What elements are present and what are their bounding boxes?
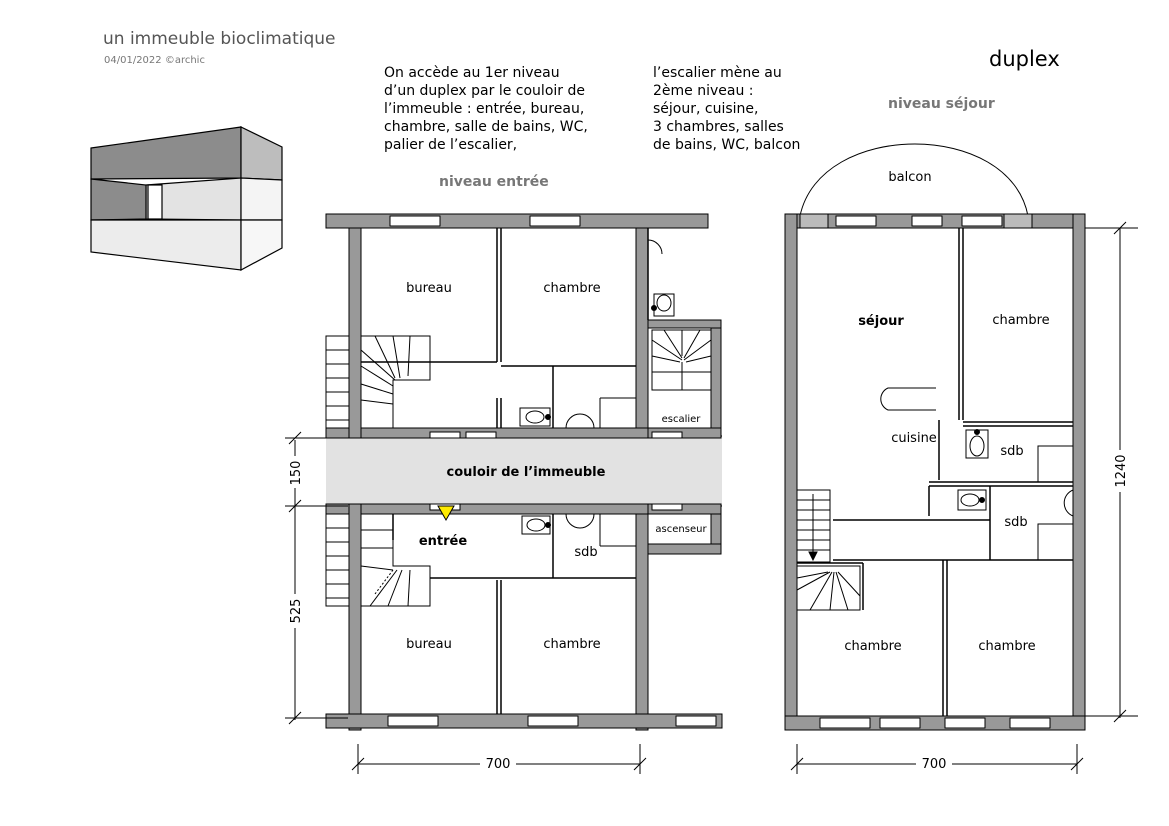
- room-sdb-1: sdb: [1000, 444, 1023, 459]
- wall: [348, 213, 362, 439]
- room-ascenseur: ascenseur: [655, 524, 707, 535]
- room-chambre-top: chambre: [543, 281, 600, 296]
- wall: [710, 319, 722, 439]
- wall: [325, 213, 709, 229]
- room-chambre-bottom-right: chambre: [978, 639, 1035, 654]
- room-sdb-2: sdb: [1004, 515, 1027, 530]
- building-3d-sketch: [90, 126, 283, 272]
- couloir-label: couloir de l’immeuble: [447, 465, 606, 480]
- room-sdb-entree: sdb: [574, 545, 597, 560]
- entry-marker-icon: [437, 505, 455, 522]
- dim-150: 150: [289, 461, 304, 486]
- room-bureau-top: bureau: [406, 281, 452, 296]
- couloir-band: [326, 436, 722, 506]
- dim-700-left: 700: [486, 757, 511, 772]
- dim-700-right: 700: [922, 757, 947, 772]
- balcon-arc: [799, 143, 1029, 217]
- wall: [360, 427, 649, 439]
- plan-niveau-sejour: balcon séjour chambre cuisine sdb sdb ch…: [784, 143, 1086, 731]
- wall: [647, 319, 722, 329]
- wall: [647, 543, 722, 555]
- wall: [647, 427, 722, 439]
- room-chambre-bottom-left: chambre: [844, 639, 901, 654]
- wall: [635, 213, 649, 439]
- subtitle-niveau-sejour: niveau séjour: [888, 96, 995, 112]
- room-escalier: escalier: [662, 414, 702, 425]
- room-chambre-right: chambre: [992, 313, 1049, 328]
- wall: [325, 427, 350, 439]
- wall: [635, 503, 649, 731]
- room-entree: entrée: [419, 534, 468, 549]
- document-title: un immeuble bioclimatique: [103, 29, 336, 49]
- room-sejour: séjour: [858, 314, 904, 329]
- wall: [348, 503, 362, 731]
- room-balcon: balcon: [888, 170, 931, 185]
- wall: [360, 503, 649, 515]
- room-chambre-bottom: chambre: [543, 637, 600, 652]
- description-sejour: l’escalier mène au 2ème niveau : séjour,…: [653, 65, 801, 153]
- plan-niveau-entree: bureau chambre escalier couloir de l’imm…: [325, 213, 723, 731]
- wall: [647, 503, 722, 515]
- wall: [325, 713, 723, 729]
- room-cuisine: cuisine: [891, 431, 937, 446]
- duplex-heading: duplex: [989, 47, 1060, 71]
- document-date: 04/01/2022 ©archic: [104, 55, 205, 66]
- dim-1240: 1240: [1114, 454, 1129, 487]
- description-entree: On accède au 1er niveau d’un duplex par …: [384, 65, 588, 153]
- room-bureau-bottom: bureau: [406, 637, 452, 652]
- subtitle-niveau-entree: niveau entrée: [439, 174, 549, 190]
- dim-525: 525: [289, 599, 304, 624]
